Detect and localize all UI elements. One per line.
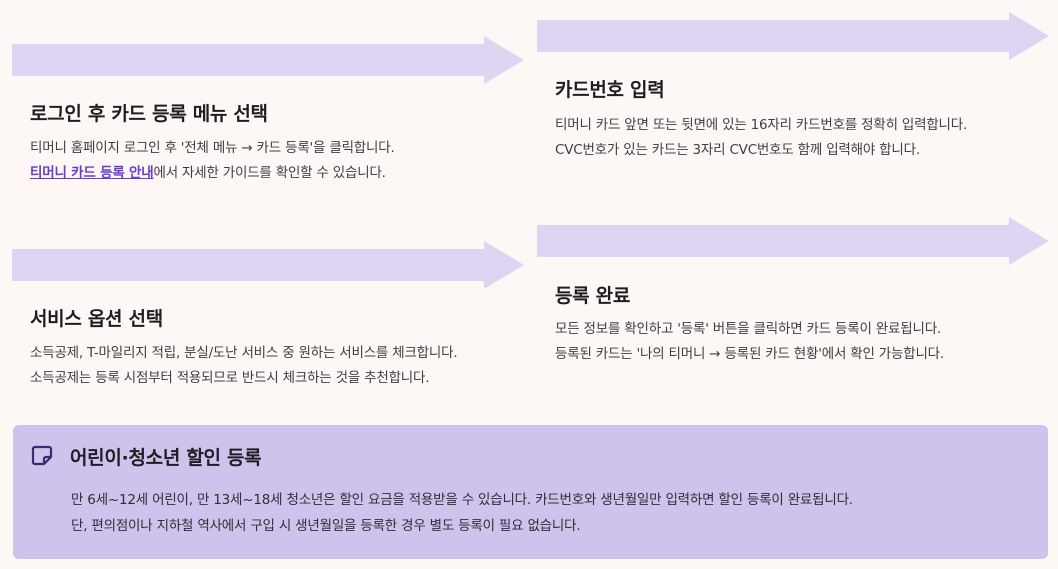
step-description: 모든 정보를 확인하고 '등록' 버튼을 클릭하면 카드 등록이 완료됩니다. …: [555, 317, 944, 367]
step-desc-line: 티머니 카드 앞면 또는 뒷면에 있는 16자리 카드번호를 정확히 입력합니다…: [555, 117, 968, 133]
step-arrow-3: [12, 241, 524, 289]
step-arrow-2: [537, 12, 1049, 60]
step-desc-line: 티머니 카드 등록 안내에서 자세한 가이드를 확인할 수 있습니다.: [30, 161, 395, 186]
step-arrow-4: [537, 217, 1049, 265]
step-arrow-1: [12, 36, 524, 84]
notice-title: 어린이·청소년 할인 등록: [70, 447, 262, 469]
step-description: 티머니 카드 앞면 또는 뒷면에 있는 16자리 카드번호를 정확히 입력합니다…: [555, 113, 967, 163]
discount-notice-box: 어린이·청소년 할인 등록 만 6세~12세 어린이, 만 13세~18세 청소…: [13, 425, 1048, 559]
notice-desc-line: 단, 편의점이나 지하철 역사에서 구입 시 생년월일을 등록한 경우 별도 등…: [71, 518, 581, 534]
step-title: 서비스 옵션 선택: [30, 308, 163, 330]
step-desc-line: 등록된 카드는 '나의 티머니 → 등록된 카드 현황'에서 확인 가능합니다.: [555, 346, 944, 362]
step-title: 등록 완료: [555, 285, 631, 307]
step-description: 소득공제, T-마일리지 적립, 분실/도난 서비스 중 원하는 서비스를 체크…: [30, 341, 458, 391]
step-description: 티머니 홈페이지 로그인 후 '전체 메뉴 → 카드 등록'을 클릭합니다. 티…: [30, 136, 395, 186]
notice-desc-line: 만 6세~12세 어린이, 만 13세~18세 청소년은 할인 요금을 적용받을…: [71, 492, 853, 508]
step-title: 카드번호 입력: [555, 79, 665, 101]
step-desc-line: 소득공제, T-마일리지 적립, 분실/도난 서비스 중 원하는 서비스를 체크…: [30, 345, 458, 361]
card-registration-guide-link[interactable]: 티머니 카드 등록 안내: [30, 165, 154, 181]
step-desc-text: 에서 자세한 가이드를 확인할 수 있습니다.: [153, 165, 386, 181]
notice-description: 만 6세~12세 어린이, 만 13세~18세 청소년은 할인 요금을 적용받을…: [71, 487, 853, 539]
step-desc-line: 티머니 홈페이지 로그인 후 '전체 메뉴 → 카드 등록'을 클릭합니다.: [30, 140, 395, 156]
step-desc-line: 모든 정보를 확인하고 '등록' 버튼을 클릭하면 카드 등록이 완료됩니다.: [555, 321, 942, 337]
edit-note-icon: [31, 445, 53, 466]
step-desc-line: 소득공제는 등록 시점부터 적용되므로 반드시 체크하는 것을 추천합니다.: [30, 370, 430, 386]
step-desc-line: CVC번호가 있는 카드는 3자리 CVC번호도 함께 입력해야 합니다.: [555, 142, 920, 158]
step-title: 로그인 후 카드 등록 메뉴 선택: [30, 103, 268, 125]
